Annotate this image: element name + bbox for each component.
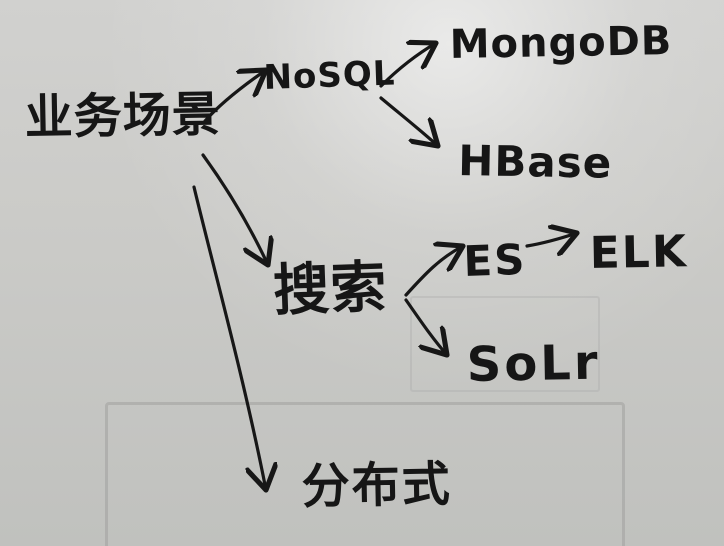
- node-nosql-label: NoSQL: [263, 53, 396, 98]
- edge-search-to-es: [404, 246, 463, 297]
- node-hbase-label: HBase: [458, 136, 613, 188]
- node-es-label: ES: [463, 235, 528, 286]
- edge-nosql-to-mongodb: [379, 43, 436, 88]
- node-search-label: 搜索: [272, 255, 388, 324]
- node-elk-label: ELK: [589, 226, 688, 279]
- edge-root-to-nosql: [203, 70, 266, 123]
- node-distributed-label: 分布式: [301, 456, 452, 515]
- node-solr-label: SoLr: [466, 335, 601, 393]
- edge-nosql-to-hbase: [379, 96, 438, 146]
- background-frame-small: [410, 296, 600, 392]
- node-mongodb-label: MongoDB: [449, 18, 672, 68]
- node-root-label: 业务场景: [24, 87, 221, 146]
- background-frame: [105, 402, 625, 546]
- edge-root-to-search: [201, 153, 268, 265]
- edge-root-to-distributed: [192, 185, 266, 490]
- edge-search-to-solr: [404, 298, 447, 355]
- edge-es-to-elk: [525, 233, 577, 246]
